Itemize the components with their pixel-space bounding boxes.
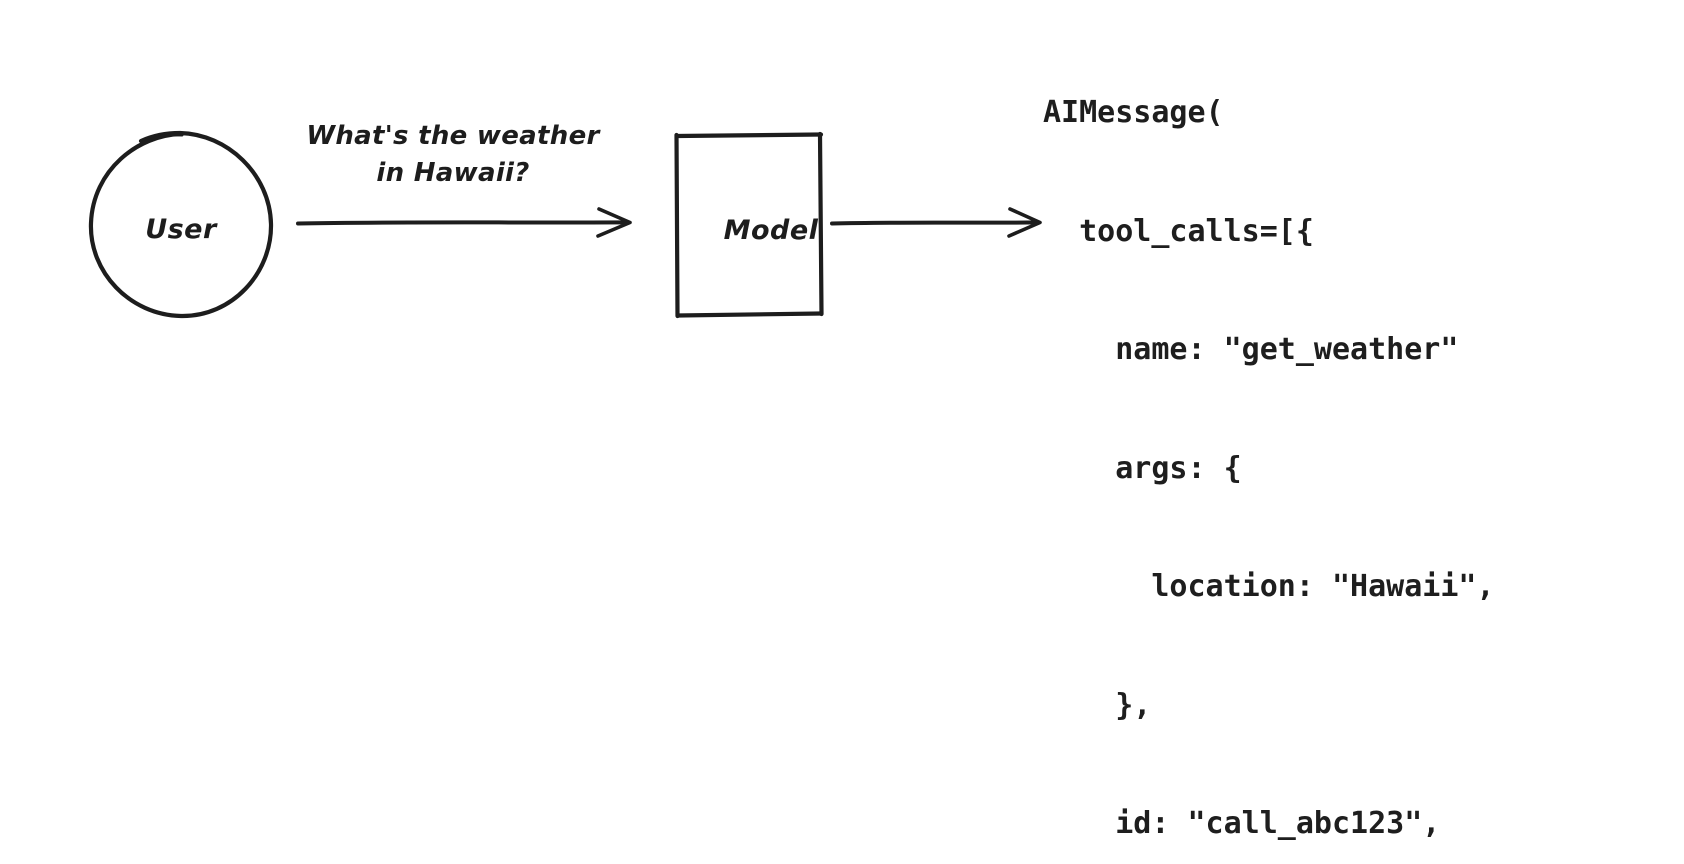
arrow-model-to-output-shape <box>830 207 1042 238</box>
code-line: location: "Hawaii", <box>1043 569 1495 604</box>
code-line: args: { <box>1043 450 1242 486</box>
node-user-label: User <box>145 213 217 245</box>
user-circle-shape <box>88 130 274 319</box>
arrow-user-to-model <box>296 203 636 243</box>
ai-message-code-block: AIMessage( tool_calls=[{ name: "get_weat… <box>1043 14 1495 864</box>
node-model[interactable]: Model <box>630 125 830 325</box>
code-line: id: "call_abc123", <box>1043 806 1441 841</box>
code-line: name: "get_weather" <box>1043 332 1459 367</box>
arrow-user-to-model-shape <box>296 207 632 238</box>
node-user[interactable]: User <box>86 130 276 320</box>
edge-caption-user-to-model: What's the weather in Hawaii? <box>306 121 600 189</box>
code-line: tool_calls=[{ <box>1043 213 1314 249</box>
diagram-canvas: User What's the weather in Hawaii? Model… <box>86 95 1495 841</box>
code-line: AIMessage( <box>1043 95 1224 130</box>
arrow-model-to-output <box>830 203 1045 243</box>
model-rect-shape <box>674 131 824 319</box>
node-model-label: Model <box>723 214 819 246</box>
code-line: }, <box>1043 687 1152 723</box>
